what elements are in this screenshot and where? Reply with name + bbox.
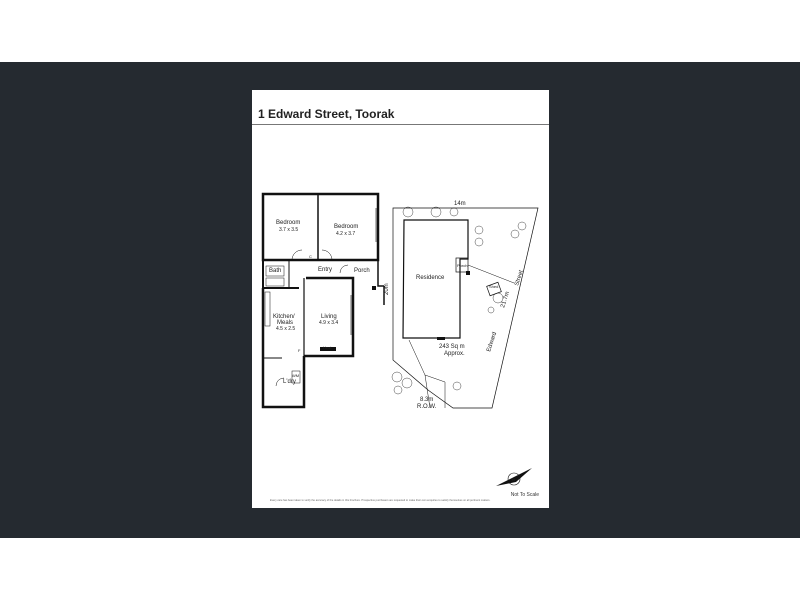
door-swing-bedroom2 — [321, 249, 333, 261]
entry-label: Entry — [318, 267, 332, 273]
residence-marker — [437, 337, 445, 340]
residence-outline — [402, 219, 469, 339]
kitchen-bench — [264, 291, 271, 327]
bathtub — [265, 265, 285, 277]
bedroom2-label: Bedroom — [334, 224, 358, 230]
row-line-right — [424, 374, 446, 408]
floor-plan — [261, 192, 385, 409]
bath-wall — [262, 260, 299, 289]
compass-ring — [507, 472, 521, 486]
living-dimensions: 4.9 x 3.4 — [319, 320, 338, 326]
bath-label: Bath — [269, 268, 281, 274]
fridge-label: F — [298, 348, 301, 353]
kitchen-label-line1: Kitchen/ — [273, 314, 295, 320]
shed-label: Shed — [489, 284, 498, 289]
site-path — [467, 264, 515, 284]
living-outline — [304, 276, 355, 358]
side-dimension: 21.7m — [500, 291, 511, 309]
disclaimer-text: Every care has been taken to verify the … — [270, 499, 491, 502]
vanity — [265, 277, 285, 287]
residence-label: Residence — [416, 275, 445, 281]
site-porch-post — [466, 271, 470, 275]
site-porch-label: Porch — [457, 263, 467, 268]
kitchen-label-line2: Meals — [277, 320, 293, 326]
compass-needle — [496, 468, 532, 486]
bedrooms-outline — [261, 192, 380, 262]
kitchen-dimensions: 4.5 x 2.5 — [276, 326, 295, 332]
laundry-label: L'dry — [283, 379, 296, 385]
heater — [320, 347, 336, 351]
compass-letter: N — [512, 477, 515, 482]
site-area-line1: 243 Sq m — [439, 344, 465, 350]
site-trees — [391, 206, 527, 395]
property-title: 1 Edward Street, Toorak — [258, 107, 395, 121]
street-word-street: Street — [514, 269, 525, 286]
site-boundary — [392, 207, 539, 409]
site-plan — [391, 206, 539, 486]
washing-machine-label: WM — [292, 373, 299, 378]
title-divider — [252, 124, 549, 125]
street-word-edward: Edward — [486, 331, 498, 352]
row-label: R.O.W. — [417, 404, 437, 410]
porch-label: Porch — [354, 268, 370, 274]
cupboard-label: C — [309, 254, 312, 259]
living-label: Living — [321, 314, 337, 320]
door-swing-entry — [339, 264, 349, 274]
laundry-outline — [261, 356, 306, 409]
plan-drawing: Bedroom 3.7 x 3.5 Bedroom 4.2 x 3.7 Bath… — [261, 192, 539, 486]
porch-post — [372, 286, 376, 290]
depth-dimension: 20m — [384, 283, 390, 295]
bedroom2-dimensions: 4.2 x 3.7 — [336, 231, 355, 237]
bedroom1-dimensions: 3.7 x 3.5 — [279, 227, 298, 233]
door-swing-laundry — [275, 377, 285, 387]
not-to-scale-note: Not To Scale — [510, 492, 539, 498]
door-swing-bedroom1 — [291, 249, 303, 261]
bedroom1-label: Bedroom — [276, 220, 300, 226]
floorplan-sheet: 1 Edward Street, Toorak — [252, 90, 549, 508]
row-width: 8.3m — [420, 397, 433, 403]
site-area-line2: Approx. — [444, 351, 465, 357]
porch-wall — [377, 260, 384, 287]
heat-label: Heat — [323, 345, 332, 350]
frontage-dimension: 14m — [454, 201, 466, 207]
washing-machine — [291, 370, 301, 384]
